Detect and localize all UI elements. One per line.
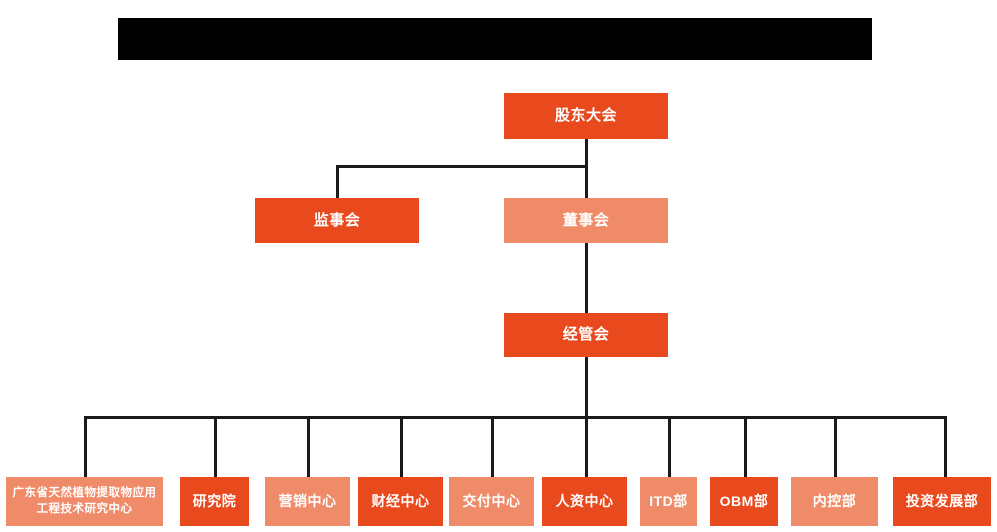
- connector-drop-hr: [585, 416, 588, 478]
- connector-drop-itd: [668, 416, 671, 478]
- connector-directors-drop: [585, 165, 588, 198]
- node-obm[interactable]: OBM部: [710, 477, 778, 526]
- node-internal-control-label: 内控部: [812, 493, 857, 510]
- connector-drop-internal-control: [834, 416, 837, 478]
- node-itd-label: ITD部: [649, 493, 688, 510]
- node-delivery[interactable]: 交付中心: [449, 477, 534, 526]
- node-hr[interactable]: 人资中心: [542, 477, 627, 526]
- node-investment[interactable]: 投资发展部: [893, 477, 991, 526]
- connector-directors-to-management: [585, 242, 588, 314]
- node-obm-label: OBM部: [719, 493, 769, 510]
- connector-drop-finance: [400, 416, 403, 478]
- connector-drop-investment: [944, 416, 947, 478]
- node-institute[interactable]: 研究院: [180, 477, 249, 526]
- node-delivery-label: 交付中心: [462, 493, 521, 510]
- connector-drop-institute: [214, 416, 217, 478]
- connector-department-bus: [84, 416, 947, 419]
- node-shareholders[interactable]: 股东大会: [504, 93, 668, 139]
- node-shareholders-label: 股东大会: [554, 107, 617, 125]
- connector-drop-delivery: [491, 416, 494, 478]
- node-finance-label: 财经中心: [371, 493, 430, 510]
- node-marketing-label: 营销中心: [278, 493, 337, 510]
- node-institute-label: 研究院: [192, 493, 237, 510]
- node-supervisors-label: 监事会: [313, 211, 361, 229]
- node-hr-label: 人资中心: [555, 493, 614, 510]
- connector-management-stem: [585, 356, 588, 418]
- node-directors[interactable]: 董事会: [504, 198, 668, 243]
- node-supervisors[interactable]: 监事会: [255, 198, 419, 243]
- node-itd[interactable]: ITD部: [640, 477, 697, 526]
- node-research-center-label: 广东省天然植物提取物应用工程技术研究中心: [12, 487, 157, 515]
- node-management-label: 经管会: [562, 326, 610, 344]
- node-investment-label: 投资发展部: [905, 493, 979, 510]
- node-internal-control[interactable]: 内控部: [791, 477, 878, 526]
- connector-drop-obm: [744, 416, 747, 478]
- connector-shareholders-bus: [336, 165, 588, 168]
- connector-drop-research-center: [84, 416, 87, 478]
- node-directors-label: 董事会: [562, 211, 610, 229]
- connector-shareholders-stem: [585, 139, 588, 167]
- redacted-title-bar: [118, 18, 872, 60]
- connector-drop-marketing: [307, 416, 310, 478]
- connector-supervisors-drop: [336, 165, 339, 198]
- node-finance[interactable]: 财经中心: [358, 477, 443, 526]
- node-research-center[interactable]: 广东省天然植物提取物应用工程技术研究中心: [6, 477, 163, 526]
- node-marketing[interactable]: 营销中心: [265, 477, 350, 526]
- node-management[interactable]: 经管会: [504, 313, 668, 357]
